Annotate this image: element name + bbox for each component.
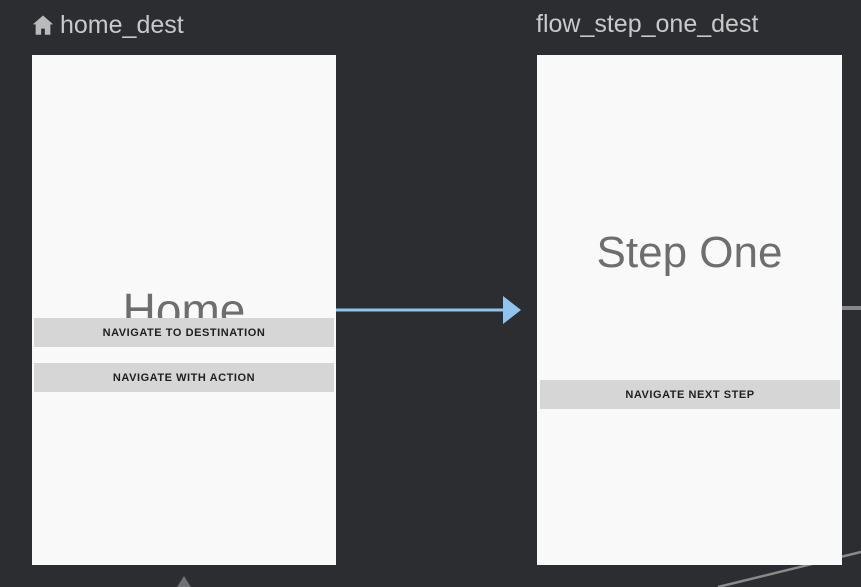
destination-label-flow-step-one-dest[interactable]: flow_step_one_dest (536, 12, 758, 37)
destination-card-flow-step-one-dest[interactable]: Step One NAVIGATE NEXT STEP (537, 55, 842, 565)
destination-label-text: flow_step_one_dest (536, 10, 759, 38)
destination-label-home-dest[interactable]: home_dest (30, 12, 184, 38)
destination-label-text: home_dest (60, 10, 184, 39)
navigate-to-destination-button[interactable]: NAVIGATE TO DESTINATION (34, 318, 334, 347)
action-arrow-home-to-step-one[interactable] (336, 296, 521, 324)
navigate-with-action-button[interactable]: NAVIGATE WITH ACTION (34, 363, 334, 392)
action-arrow-home-incoming[interactable] (177, 576, 191, 587)
home-icon (32, 15, 54, 35)
screen-title-step-one: Step One (596, 228, 783, 277)
destination-card-home-dest[interactable]: Home NAVIGATE TO DESTINATION NAVIGATE WI… (32, 55, 336, 565)
navigate-next-step-button[interactable]: NAVIGATE NEXT STEP (540, 380, 840, 409)
